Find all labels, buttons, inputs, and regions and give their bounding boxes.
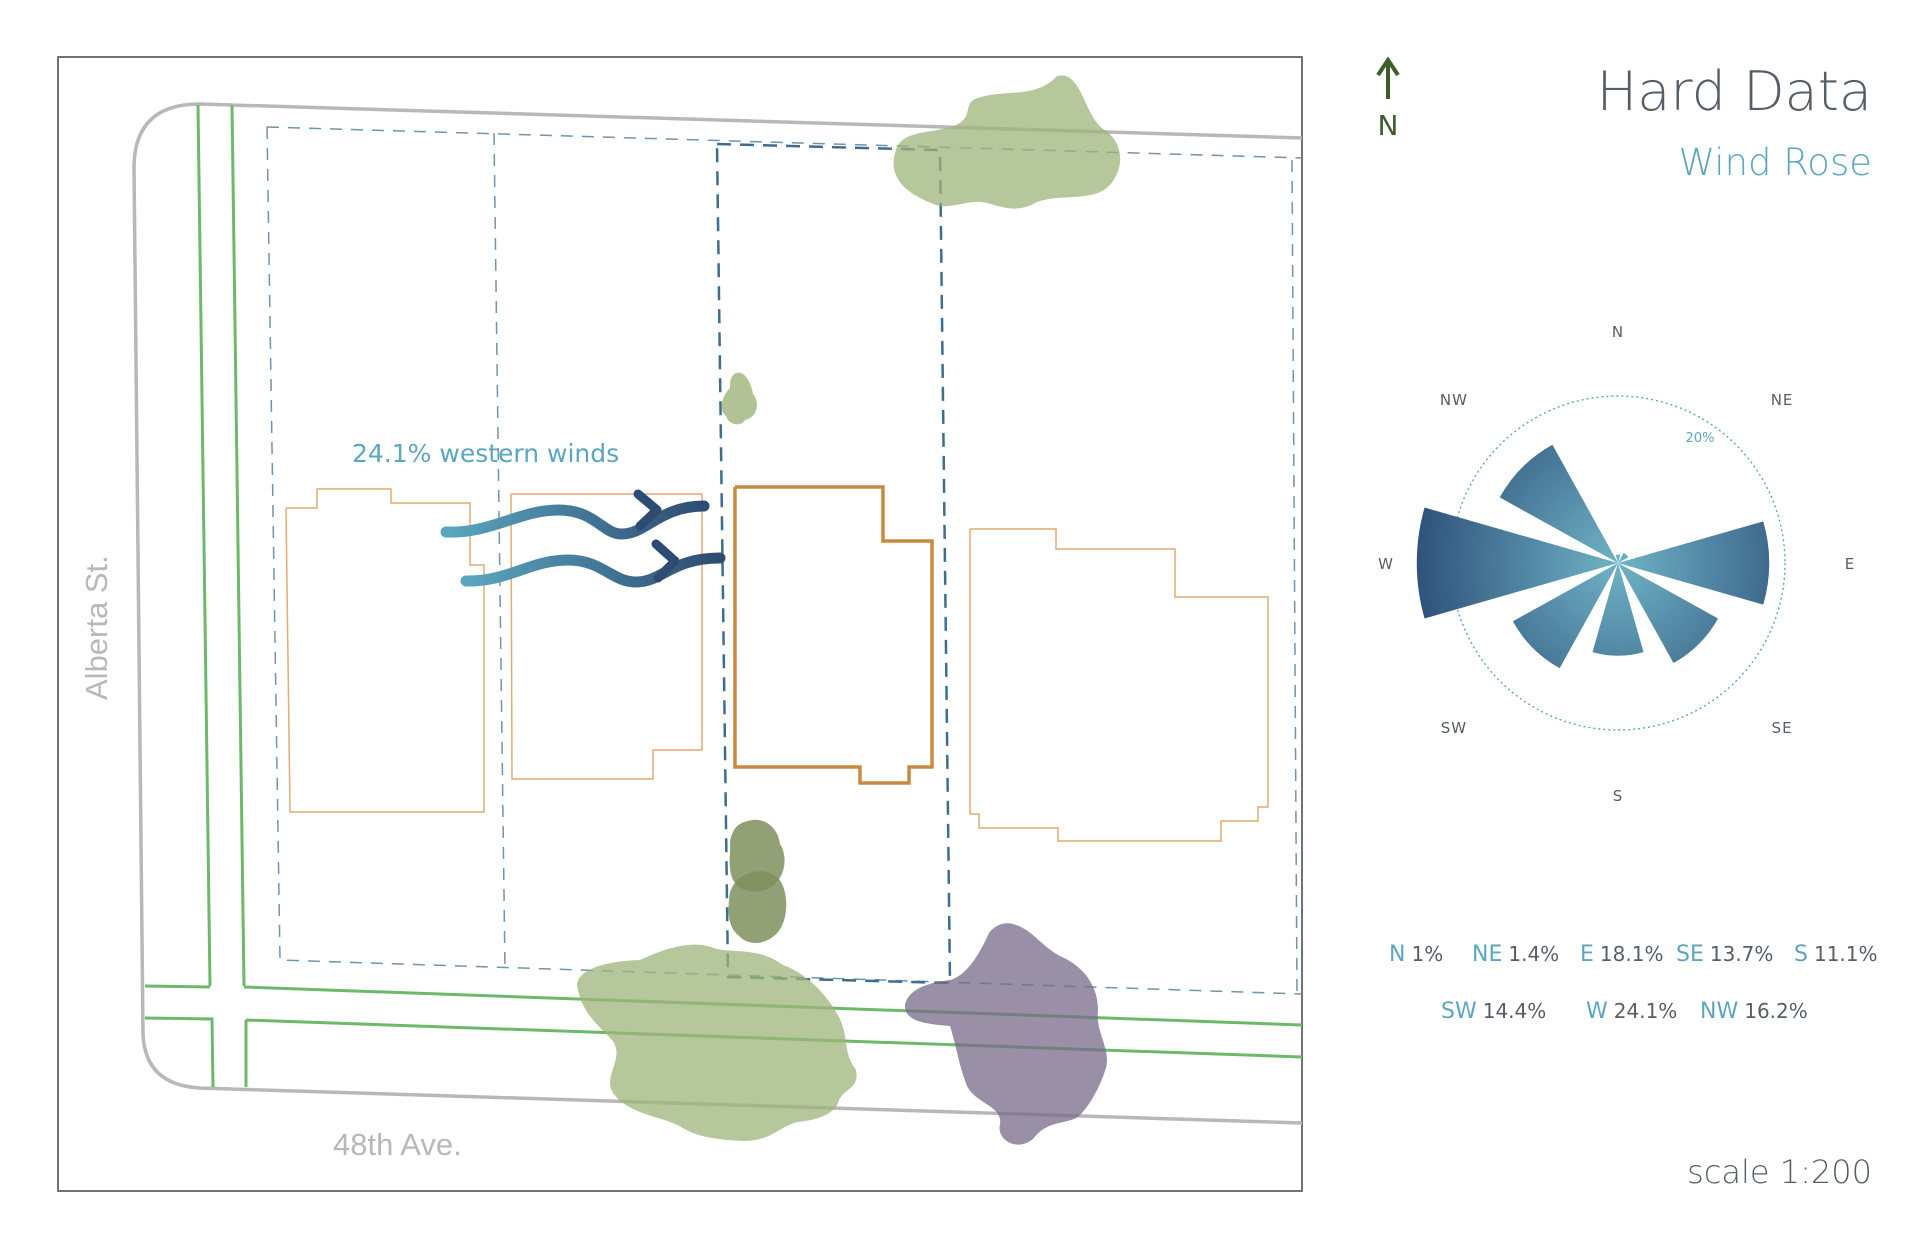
wind-rose-petals (1416, 444, 1770, 669)
tree-small (721, 372, 757, 425)
compass-label-e: E (1845, 555, 1855, 573)
page-subtitle: Wind Rose (1679, 141, 1872, 184)
compass-label-s: S (1613, 787, 1624, 805)
footprint-2 (510, 493, 703, 780)
wind-annotation: 24.1% western winds (352, 439, 619, 468)
footprint-1 (285, 488, 485, 813)
wind-rose-petal-e (1618, 521, 1770, 605)
wind-rose-petal-n (1615, 554, 1621, 563)
compass-label-sw: SW (1441, 719, 1467, 737)
wind-arrowhead-upper (633, 489, 662, 531)
compass-label-ne: NE (1771, 391, 1794, 409)
wind-rose-petal-w (1416, 507, 1618, 619)
compass-label-nw: NW (1440, 391, 1468, 409)
compass-label-w: W (1378, 555, 1394, 573)
north-arrowhead-icon (1376, 56, 1400, 77)
tree-bottom-large (577, 944, 857, 1141)
site-plan: 24.1% western winds Alberta St. 48th Ave… (57, 56, 1303, 1192)
tree-top (893, 75, 1121, 209)
wind-rose-petal-se (1618, 563, 1719, 664)
footprint-highlight (733, 485, 934, 785)
building-footprints (285, 488, 1269, 842)
wind-rose: 20% N NE E SE S SW W NW (1378, 323, 1855, 805)
page-title: Hard Data (1597, 60, 1872, 123)
north-label: N (1378, 109, 1399, 142)
scale-label: scale 1:200 (1687, 1153, 1872, 1191)
wind-arrowhead-lower (651, 539, 680, 583)
compass-label-n: N (1612, 323, 1624, 341)
compass-label-se: SE (1772, 719, 1793, 737)
wind-rose-ring (1450, 395, 1786, 731)
wind-rose-compass-labels: N NE E SE S SW W NW (1378, 323, 1855, 805)
street-label-horizontal: 48th Ave. (333, 1127, 462, 1162)
wind-arrows (440, 489, 726, 588)
wind-arrow-upper (440, 500, 710, 540)
wind-rose-petal-s (1592, 563, 1644, 656)
north-arrow: N (1376, 56, 1400, 142)
street-label-vertical: Alberta St. (79, 555, 114, 700)
highlighted-lot (715, 142, 952, 985)
tree-bottom-purple (904, 923, 1107, 1145)
wind-rose-ring-label: 20% (1686, 431, 1715, 446)
trees (577, 75, 1121, 1145)
wind-rose-petal-sw (1512, 563, 1618, 669)
footprint-4 (969, 528, 1269, 842)
street-outline (132, 102, 1302, 1125)
wind-rose-petal-ne (1618, 552, 1629, 563)
wind-rose-petal-nw (1499, 444, 1618, 563)
tree-shrub-lower (728, 871, 787, 943)
